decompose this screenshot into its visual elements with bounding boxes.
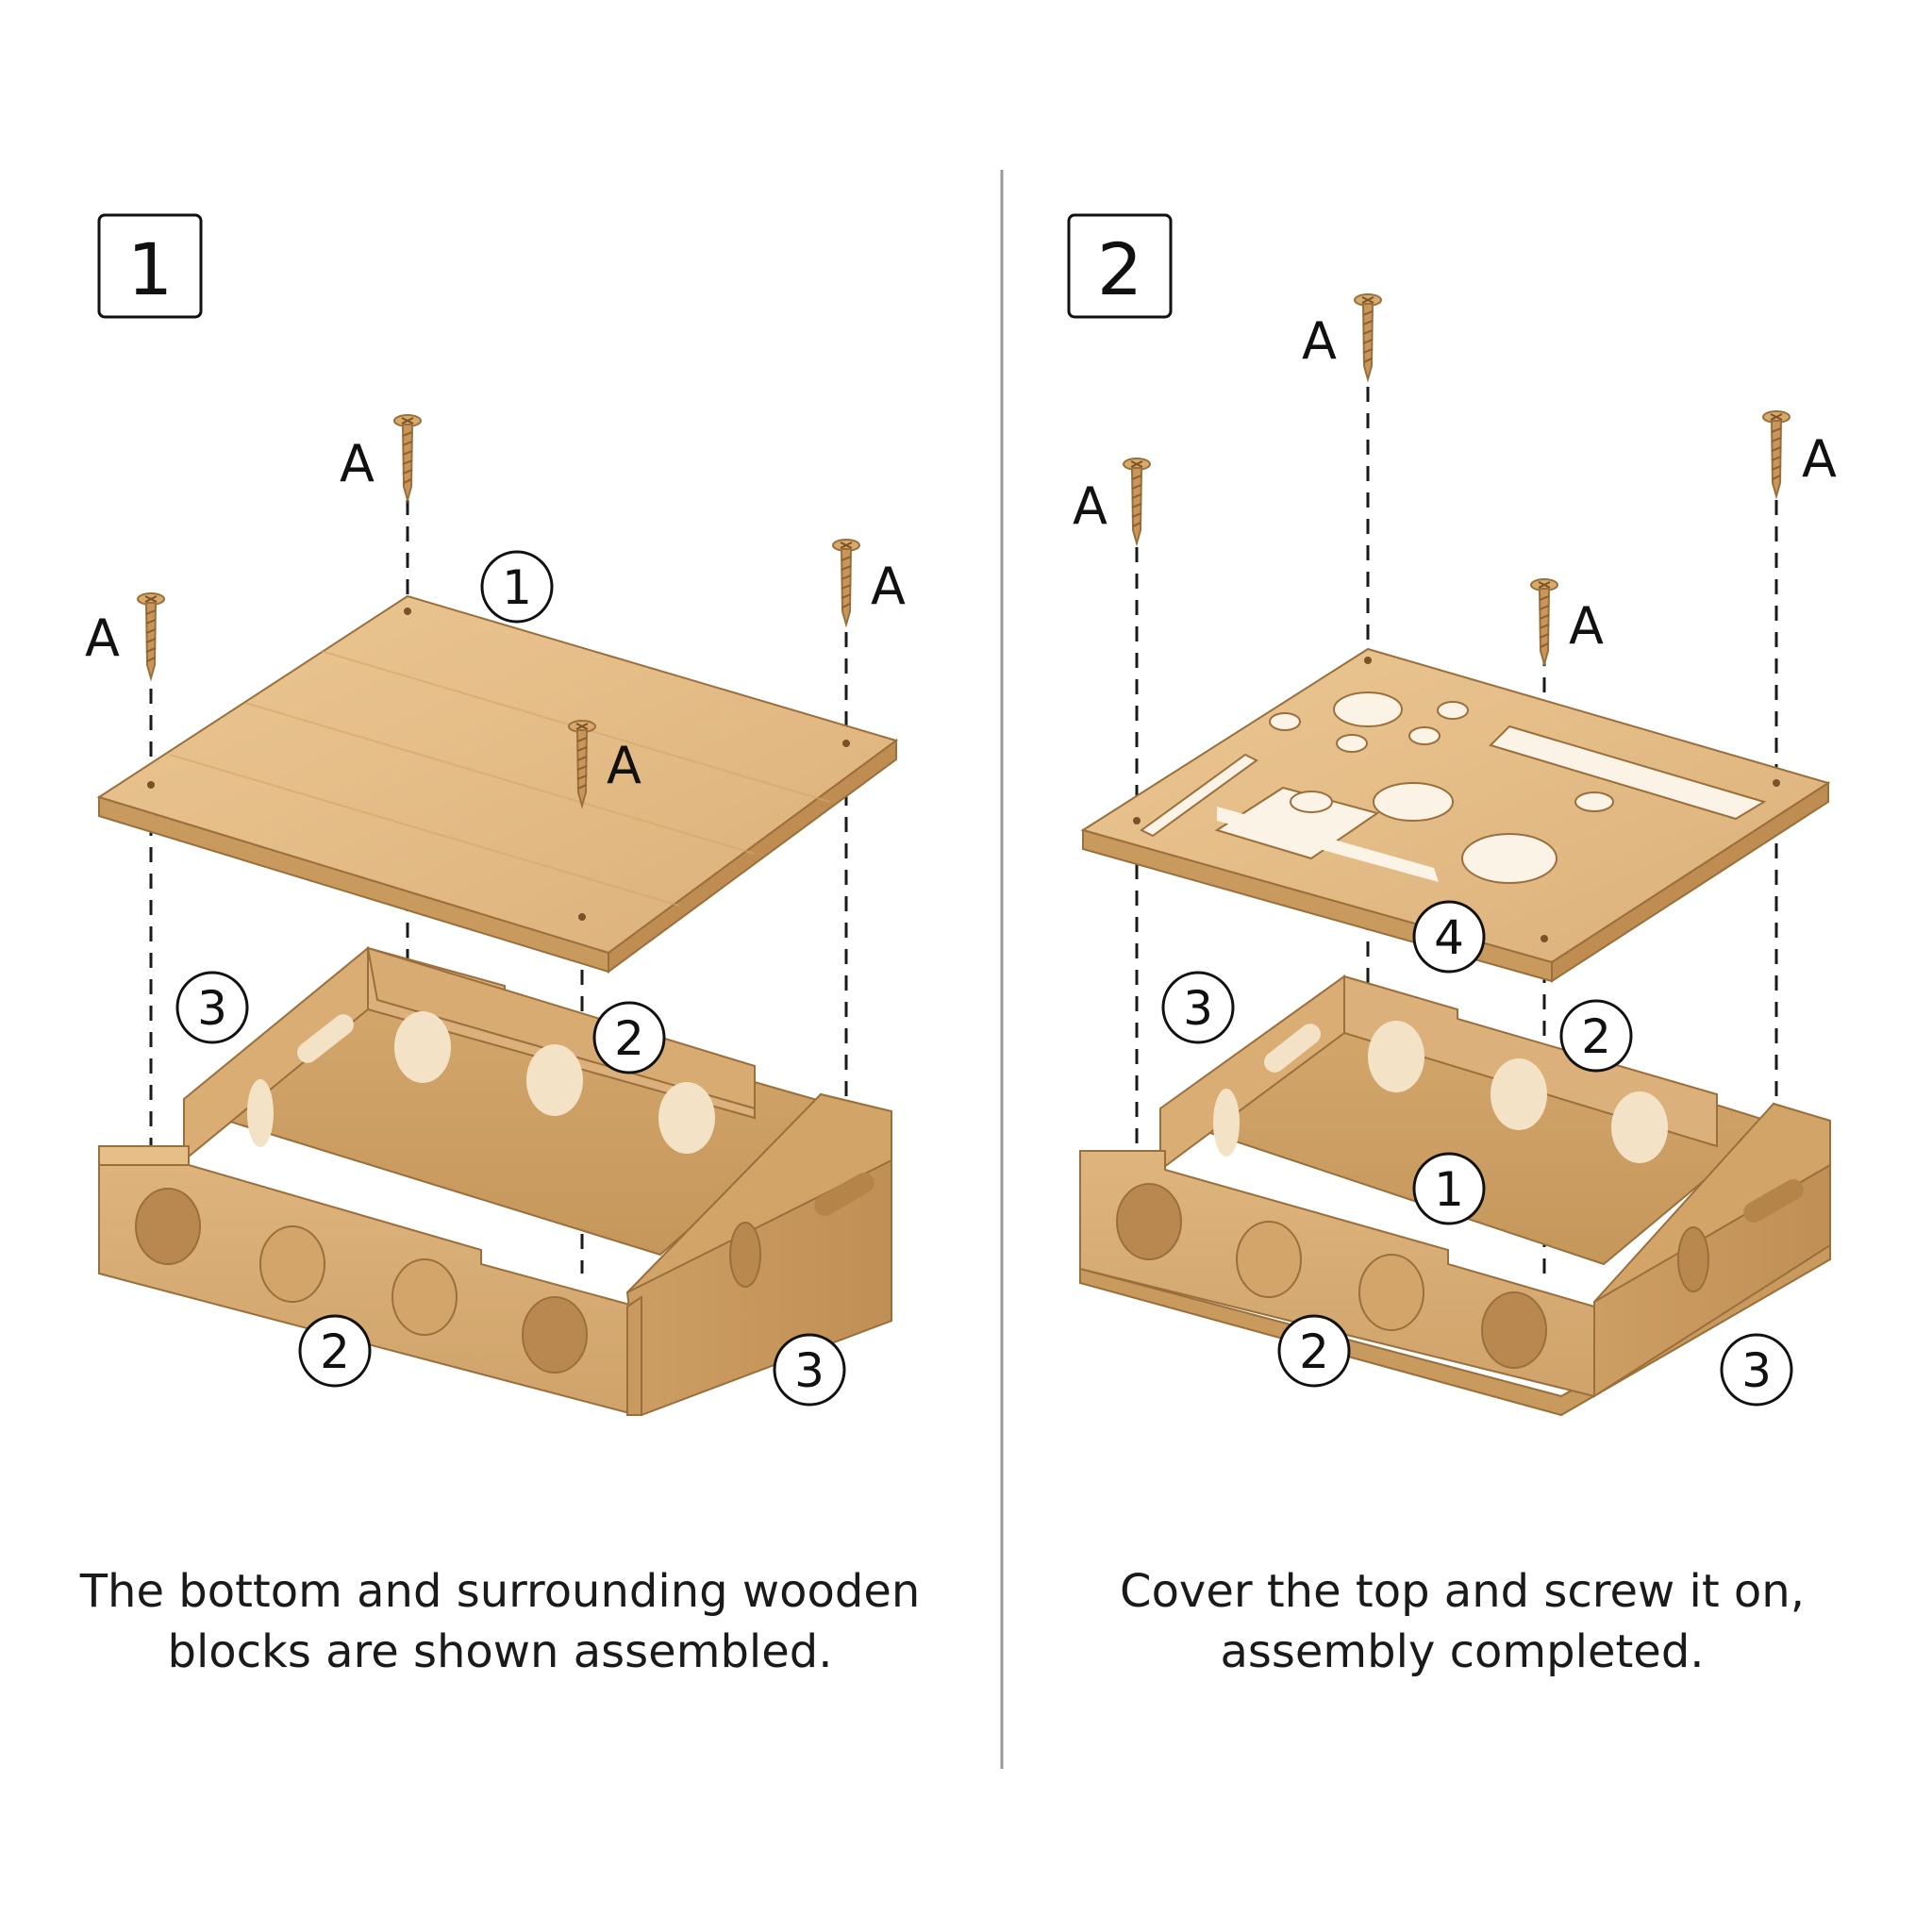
svg-text:3: 3 [197, 981, 227, 1036]
screw-icon [393, 414, 422, 501]
part-callout: 2 [298, 1314, 372, 1388]
svg-text:2: 2 [320, 1324, 350, 1379]
caption-line: The bottom and surrounding wooden [79, 1565, 921, 1618]
screw-label: A [1569, 596, 1604, 656]
screw-label: A [1302, 311, 1337, 371]
screw-icon [1123, 458, 1151, 544]
part-callout: 1 [1412, 1152, 1486, 1225]
part-callout: 3 [1161, 971, 1235, 1044]
step-1-box [98, 945, 892, 1417]
svg-text:1: 1 [1434, 1162, 1464, 1217]
screw-icon [832, 539, 860, 625]
part-callout: 2 [1277, 1314, 1351, 1388]
caption-line: Cover the top and screw it on, [1120, 1565, 1805, 1618]
part-callout: 3 [1720, 1333, 1793, 1407]
svg-text:3: 3 [1741, 1343, 1772, 1398]
part-callout: 4 [1412, 900, 1486, 974]
part-callout: 2 [592, 1001, 666, 1074]
svg-text:4: 4 [1434, 910, 1464, 965]
screw-icon [1762, 410, 1790, 497]
step-2-badge [1067, 213, 1173, 319]
screw-label: A [871, 557, 906, 616]
caption-line: blocks are shown assembled. [167, 1625, 833, 1678]
step-1-badge [97, 213, 203, 319]
step-2-box [1079, 974, 1831, 1417]
screw-icon [137, 592, 165, 679]
step-2-panel: 2 [1067, 213, 1837, 1417]
part-callout: 3 [175, 971, 249, 1044]
part-callout: 1 [480, 550, 554, 624]
screw-label: A [1802, 429, 1837, 489]
part-callout: 2 [1559, 999, 1633, 1073]
step-1-top-board [96, 594, 899, 974]
step-1-number: 1 [127, 227, 173, 311]
step-1-panel: 1 [85, 213, 906, 1417]
step-1-caption: The bottom and surrounding wooden blocks… [28, 1561, 972, 1682]
screw-label: A [607, 736, 641, 795]
svg-text:2: 2 [1299, 1324, 1329, 1379]
caption-line: assembly completed. [1220, 1625, 1705, 1678]
screw-label: A [340, 434, 375, 493]
svg-text:2: 2 [614, 1011, 644, 1066]
screw-label: A [85, 608, 120, 668]
screw-label: A [1073, 476, 1108, 536]
svg-text:2: 2 [1581, 1009, 1611, 1064]
step-2-top-plate [1080, 647, 1831, 983]
part-callout: 3 [773, 1333, 846, 1407]
svg-text:3: 3 [1183, 981, 1213, 1036]
step-2-caption: Cover the top and screw it on, assembly … [991, 1561, 1932, 1682]
screw-icon [1354, 293, 1382, 380]
svg-text:1: 1 [502, 560, 532, 615]
screw-icon [1530, 578, 1558, 665]
step-2-number: 2 [1097, 227, 1142, 311]
svg-text:3: 3 [794, 1343, 824, 1398]
